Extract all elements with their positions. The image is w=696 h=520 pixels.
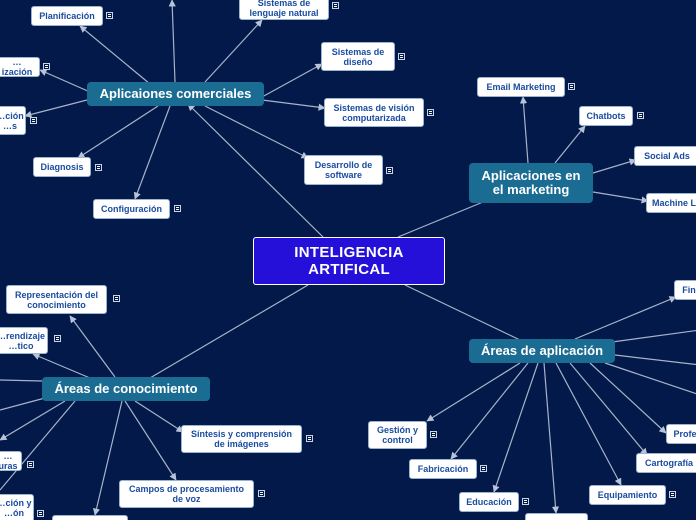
note-icon[interactable] — [430, 431, 437, 438]
note-icon[interactable] — [637, 112, 644, 119]
connector-line — [92, 400, 123, 516]
connector-line — [574, 296, 677, 340]
note-icon[interactable] — [106, 12, 113, 19]
connector-line — [39, 69, 91, 93]
subtopic-configuracion[interactable]: Configuración — [93, 199, 170, 219]
note-icon[interactable] — [669, 491, 676, 498]
topic-aplicaciones-comerciales[interactable]: Aplicaiones comerciales — [87, 82, 264, 106]
subtopic-cartografia[interactable]: Cartografía — [636, 453, 696, 473]
note-icon[interactable] — [386, 167, 393, 174]
connector-line — [569, 362, 648, 456]
connector-line — [134, 400, 184, 433]
connector-line — [0, 379, 43, 382]
connector-line — [0, 400, 66, 441]
connector-line — [554, 125, 586, 164]
note-icon[interactable] — [568, 83, 575, 90]
topic-aplicaciones-marketing[interactable]: Aplicaciones en el marketing — [469, 163, 593, 203]
connector-line — [555, 362, 622, 486]
note-icon[interactable] — [54, 335, 61, 342]
note-icon[interactable] — [522, 498, 529, 505]
connector-line — [261, 63, 323, 98]
note-icon[interactable] — [174, 205, 181, 212]
connector-line — [604, 362, 696, 395]
note-icon[interactable] — [306, 435, 313, 442]
connector-line — [519, 96, 529, 164]
subtopic-email-marketing[interactable]: Email Marketing — [477, 77, 565, 97]
subtopic-machine-learning[interactable]: Machine L — [646, 193, 696, 213]
connector-line — [426, 362, 521, 422]
connector-line — [450, 362, 529, 460]
subtopic-profesiones[interactable]: Profe — [666, 424, 696, 444]
note-icon[interactable] — [27, 461, 34, 468]
connector-line — [133, 105, 171, 200]
subtopic-campos-procesamiento-voz[interactable]: Campos de procesamiento de voz — [119, 480, 254, 508]
subtopic-sintesis-imagenes[interactable]: Síntesis y comprensión de imágenes — [181, 425, 302, 453]
connector-line — [589, 362, 667, 434]
subtopic-cut-off[interactable] — [525, 513, 588, 520]
connector-line — [614, 354, 696, 366]
connector-line — [204, 105, 309, 159]
note-icon[interactable] — [427, 109, 434, 116]
subtopic-gestion-control[interactable]: Gestión y control — [368, 421, 427, 449]
subtopic-priorizacion[interactable]: …ización — [0, 57, 40, 77]
connector-line — [168, 0, 176, 83]
note-icon[interactable] — [30, 117, 37, 124]
connector-line — [149, 284, 309, 379]
connector-line — [592, 191, 649, 204]
subtopic-sistemas-vision[interactable]: Sistemas de visión computarizada — [324, 98, 424, 127]
subtopic-cut-off[interactable] — [52, 515, 128, 520]
subtopic-estructuras[interactable]: …uras — [0, 451, 22, 471]
subtopic-sistemas-diseno[interactable]: Sistemas de diseño — [321, 42, 395, 71]
subtopic-resolucion[interactable]: …ción y …ón — [0, 494, 34, 520]
note-icon[interactable] — [258, 490, 265, 497]
subtopic-equipamiento[interactable]: Equipamiento — [589, 485, 666, 505]
connector-line — [0, 400, 76, 491]
connector-line — [404, 284, 521, 341]
note-icon[interactable] — [43, 63, 50, 70]
subtopic-chatbots[interactable]: Chatbots — [579, 106, 633, 126]
connector-line — [492, 362, 539, 493]
connector-line — [187, 103, 324, 238]
note-icon[interactable] — [398, 53, 405, 60]
subtopic-planificacion[interactable]: Planificación — [31, 6, 103, 26]
subtopic-educacion[interactable]: Educación — [459, 492, 519, 512]
connector-line — [79, 25, 151, 85]
subtopic-desarrollo-software[interactable]: Desarrollo de software — [304, 155, 383, 185]
connector-line — [204, 19, 263, 83]
connector-line — [77, 105, 159, 159]
subtopic-aprendizaje-automatico[interactable]: …rendizaje …tico — [0, 327, 48, 354]
connector-line — [32, 353, 91, 379]
connector-line — [543, 362, 560, 514]
central-topic[interactable]: INTELIGENCIA ARTIFICAL — [253, 237, 445, 285]
subtopic-diagnosis[interactable]: Diagnosis — [33, 157, 91, 177]
subtopic-fabricacion[interactable]: Fabricación — [409, 459, 477, 479]
connector-line — [397, 201, 484, 238]
connector-line — [124, 400, 177, 481]
connector-line — [611, 329, 696, 343]
subtopic-social-ads[interactable]: Social Ads — [634, 146, 696, 166]
connector-line — [261, 99, 326, 111]
connector-line — [69, 315, 116, 378]
note-icon[interactable] — [113, 295, 120, 302]
note-icon[interactable] — [37, 510, 44, 517]
subtopic-representacion-conocimiento[interactable]: Representación del conocimiento — [6, 285, 107, 314]
topic-areas-aplicacion[interactable]: Áreas de aplicación — [469, 339, 615, 363]
subtopic-sistemas-lenguaje-natural[interactable]: Sistemas de lenguaje natural — [239, 0, 329, 20]
note-icon[interactable] — [332, 2, 339, 9]
connector-line — [24, 99, 88, 118]
subtopic-finanzas[interactable]: Fin — [674, 280, 696, 300]
topic-areas-conocimiento[interactable]: Áreas de conocimiento — [42, 377, 210, 401]
note-icon[interactable] — [480, 465, 487, 472]
subtopic-ejecucion[interactable]: …ción …s — [0, 106, 26, 135]
connector-line — [0, 397, 46, 411]
note-icon[interactable] — [95, 164, 102, 171]
connector-line — [592, 158, 637, 174]
